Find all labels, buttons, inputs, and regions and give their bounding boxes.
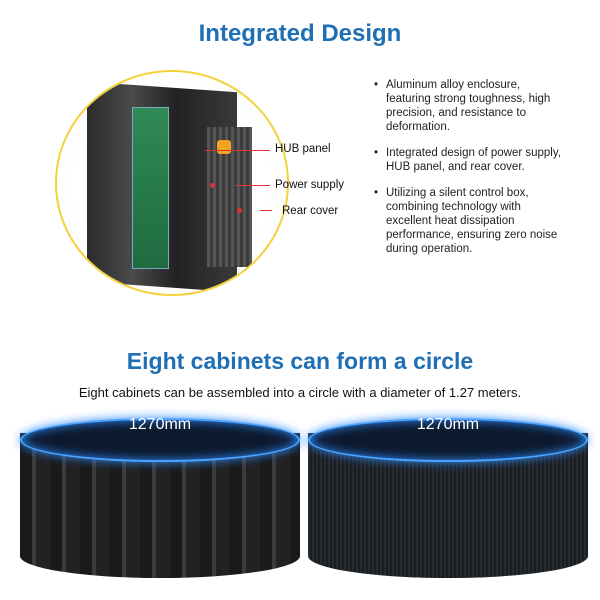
diameter-label: 1270mm bbox=[416, 416, 480, 433]
cylinder-top-ring bbox=[20, 418, 300, 462]
feature-item: Utilizing a silent control box, combinin… bbox=[374, 186, 564, 256]
section-title-integrated-design: Integrated Design bbox=[198, 20, 402, 47]
rear-cover-dot bbox=[237, 208, 242, 213]
section-subtitle: Eight cabinets can be assembled into a c… bbox=[78, 385, 522, 400]
power-supply-dot bbox=[210, 183, 215, 188]
callout-power-supply: Power supply bbox=[275, 179, 345, 191]
feature-item: Integrated design of power supply, HUB p… bbox=[374, 146, 564, 174]
hub-panel-leader bbox=[205, 150, 270, 151]
callout-hub-panel: HUB panel bbox=[275, 143, 331, 155]
rear-cover-leader bbox=[260, 210, 272, 211]
cylinder-rear-view: 1270mm bbox=[20, 416, 300, 593]
connector-knob bbox=[217, 140, 231, 154]
power-supply-leader bbox=[235, 185, 270, 186]
cylinder-top-ring bbox=[308, 418, 588, 462]
callout-rear-cover: Rear cover bbox=[282, 205, 339, 217]
feature-list: Aluminum alloy enclosure, featuring stro… bbox=[374, 78, 564, 268]
cabinet-rear-image bbox=[55, 70, 289, 296]
hub-panel-board bbox=[132, 107, 169, 269]
feature-item: Aluminum alloy enclosure, featuring stro… bbox=[374, 78, 564, 134]
diameter-label: 1270mm bbox=[128, 416, 192, 433]
cylinder-front-view: 1270mm bbox=[308, 416, 588, 593]
section-title-circle: Eight cabinets can form a circle bbox=[126, 348, 474, 374]
